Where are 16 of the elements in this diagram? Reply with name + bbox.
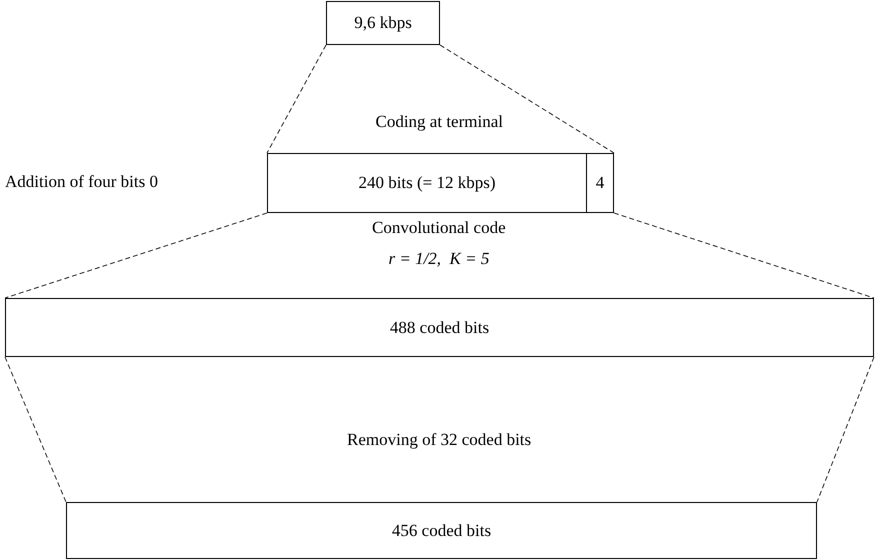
bit-field: 4 <box>586 153 614 213</box>
dashed-line <box>816 356 874 502</box>
bit-field: 240 bits (= 12 kbps) <box>267 153 587 213</box>
bit-field: 456 coded bits <box>66 502 817 559</box>
dashed-line <box>4 212 268 298</box>
dashed-line <box>266 44 326 154</box>
dashed-line <box>4 356 66 502</box>
annotation-text: Coding at terminal <box>376 112 503 132</box>
dashed-line <box>614 212 874 298</box>
annotation-text: Convolutional code <box>372 218 506 238</box>
bit-field: 9,6 kbps <box>326 1 440 45</box>
bit-field: 488 coded bits <box>5 298 874 357</box>
annotation-text: Removing of 32 coded bits <box>347 430 532 450</box>
annotation-text: Addition of four bits 0 <box>5 172 158 192</box>
annotation-text: r = 1/2, K = 5 <box>388 249 490 269</box>
dashed-line <box>440 44 614 154</box>
